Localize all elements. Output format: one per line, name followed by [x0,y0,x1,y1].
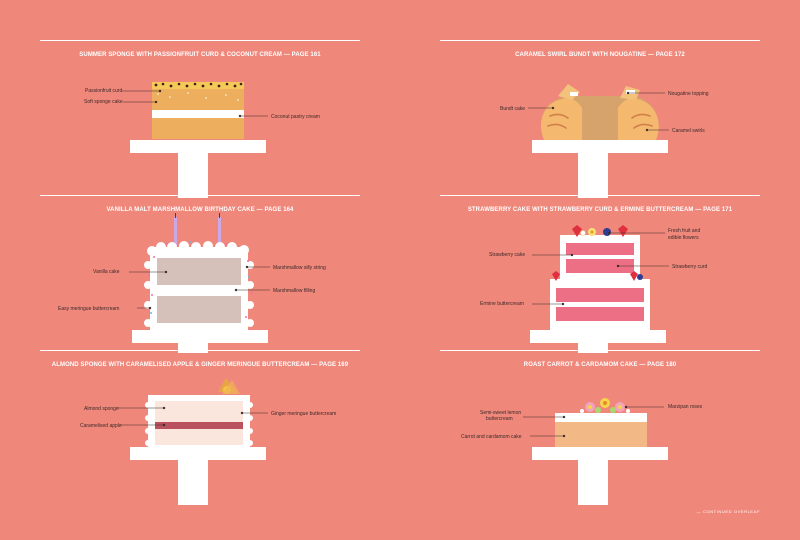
cake-stand-plate [132,330,268,343]
cake-stand-plate [532,140,668,153]
strawberry-cake-layer [566,259,634,273]
cake-stand-pillar [578,460,608,505]
label-coconut-pastry-cream: Coconut pastry cream [271,114,320,120]
almond-sponge-illustration: Almond sponge Ginger meringue buttercrea… [80,378,336,505]
cake-stand-pillar [178,460,208,505]
label-strawberry-curd: Strawberry curd [672,264,708,270]
panel-vanilla-malt: VANILLA MALT MARSHMALLOW BIRTHDAY CAKE —… [40,195,360,353]
label-carrot-cardamom-cake: Carrot and cardamom cake [461,434,522,440]
roast-carrot-illustration: Marzipan roses Semi-sweet lemon buttercr… [461,398,703,505]
cake-stand-plate [130,140,266,153]
panel-title: STRAWBERRY CAKE WITH STRAWBERRY CURD & E… [467,207,733,213]
label-caramelised-apple: Caramelised apple [80,423,122,429]
panel-divider [40,350,360,351]
panel-title: CARAMEL SWIRL BUNDT WITH NOUGATINE — PAG… [515,52,685,58]
nougatine-glaze [570,92,578,96]
summer-sponge-illustration: Passionfruit curd Soft sponge cake Cocon… [84,82,320,198]
bundt-cake-center [582,98,618,140]
cake-stand-pillar [578,343,608,353]
candle-left [174,217,177,247]
label-fresh-fruit: Fresh fruit and [668,228,700,234]
panel-strawberry-cake: STRAWBERRY CAKE WITH STRAWBERRY CURD & E… [440,195,760,353]
cake-stand-plate [130,447,266,460]
label-easy-meringue-buttercream: Easy meringue buttercream [58,306,119,312]
label-edible-flowers: edible flowers [668,235,699,241]
label-bundt-cake: Bundt cake [500,106,525,112]
label-strawberry-cake: Strawberry cake [489,252,525,258]
label-passionfruit-curd: Passionfruit curd [85,88,122,94]
panel-caramel-bundt: CARAMEL SWIRL BUNDT WITH NOUGATINE — PAG… [440,40,760,198]
strawberry-cake-illustration: Fresh fruit and edible flowers Strawberr… [480,225,708,353]
panel-divider [440,350,760,351]
panel-almond-sponge: ALMOND SPONGE WITH CARAMELISED APPLE & G… [40,350,360,505]
strawberry-curd-layer [566,255,634,259]
label-almond-sponge: Almond sponge [84,406,119,412]
coconut-cream-layer [152,110,244,118]
panel-divider [440,195,760,196]
label-marshmallow-silly-string: Marshmallow silly string [273,265,326,271]
strawberry-cake-layer [566,243,634,255]
continued-overleaf-note: — CONTINUED OVERLEAF [696,509,760,514]
panel-divider [40,195,360,196]
fresh-fruit-and-flowers [552,225,643,281]
panel-title: ROAST CARROT & CARDAMOM CAKE — PAGE 180 [523,362,677,368]
frosting-bumps [145,402,253,446]
label-marshmallow-filling: Marshmallow filling [273,288,315,294]
carrot-cardamom-cake-layer [555,422,647,447]
strawberry-cake-layer [556,288,644,302]
strawberry-cake-layer [556,307,644,321]
panel-roast-carrot: ROAST CARROT & CARDAMOM CAKE — PAGE 180 … [440,350,760,505]
label-marzipan-roses: Marzipan roses [668,404,703,410]
buttercream-layer [556,302,644,307]
nougatine-glaze [626,90,635,94]
label-ermine-buttercream: Ermine buttercream [480,301,524,307]
sponge-crumb-dots [157,92,239,101]
caramel-swirls [547,113,653,129]
panel-divider [440,40,760,41]
cake-stand-plate [532,447,668,460]
candle-wick [219,213,220,218]
candle-wick [175,213,176,218]
passionfruit-curd-layer [152,82,244,89]
cake-stand-pillar [178,153,208,198]
vanilla-cake-layer-top [157,258,241,285]
marshmallow-filling-layer [157,285,241,293]
cake-stand-pillar [578,153,608,198]
panel-title: SUMMER SPONGE WITH PASSIONFRUIT CURD & C… [79,52,321,58]
sponge-layer-bottom [152,118,244,139]
caramelised-apple-layer [155,422,243,429]
label-vanilla-cake: Vanilla cake [93,269,120,275]
panel-title: ALMOND SPONGE WITH CARAMELISED APPLE & G… [51,362,349,368]
cake-stand-plate [530,330,666,343]
passionfruit-seeds [154,82,243,88]
label-soft-sponge-cake: Soft sponge cake [84,99,123,105]
label-caramel-swirls: Caramel swirls [672,128,705,134]
candle-right [218,217,221,247]
label-semi-sweet-lemon: Semi-sweet lemon [480,410,521,416]
label-ginger-meringue-buttercream: Ginger meringue buttercream [271,411,336,417]
vanilla-malt-illustration: Vanilla cake Marshmallow silly string Ma… [58,213,326,353]
sprinkles [148,243,253,318]
panel-title: VANILLA MALT MARSHMALLOW BIRTHDAY CAKE —… [106,207,294,213]
sponge-layer-top [152,88,244,110]
label-nougatine-topping: Nougatine topping [668,91,709,97]
marzipan-roses [580,398,630,413]
lemon-buttercream-layer [555,413,647,422]
panel-summer-sponge: SUMMER SPONGE WITH PASSIONFRUIT CURD & C… [40,40,360,198]
cake-stand-pillar [178,343,208,353]
caramel-bundt-illustration: Nougatine topping Bundt cake Caramel swi… [500,84,709,198]
vanilla-cake-layer-bottom [157,296,241,323]
label-buttercream: buttercream [486,416,513,422]
panel-divider [40,40,360,41]
